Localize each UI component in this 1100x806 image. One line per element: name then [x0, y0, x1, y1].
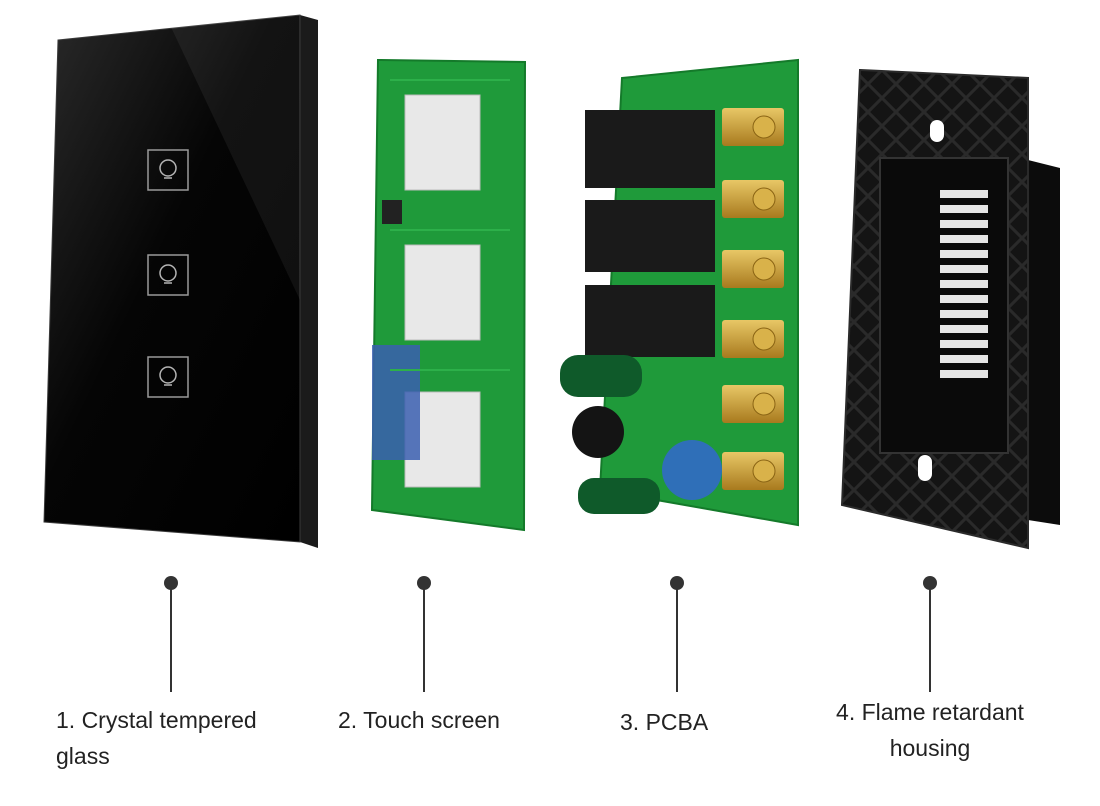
lightbulb-touch-icon	[159, 159, 177, 177]
lightbulb-touch-icon	[159, 264, 177, 282]
caption-line: 2. Touch screen	[338, 707, 500, 733]
housing-vents	[940, 190, 988, 378]
caption-line: housing	[889, 735, 971, 761]
caption-line: glass	[56, 743, 110, 769]
touch-button-3	[147, 356, 189, 398]
caption-pcba: 3. PCBA	[620, 704, 740, 740]
safety-capacitor	[662, 440, 722, 500]
relay-1	[585, 110, 715, 188]
touch-button-2	[147, 254, 189, 296]
caption-line: 4. Flame retardant	[836, 699, 1024, 725]
caption-line: 1. Crystal tempered	[56, 707, 257, 733]
leader-lines	[164, 576, 937, 692]
relay-3	[585, 285, 715, 357]
relay-2	[585, 200, 715, 272]
touch-button-1	[147, 149, 189, 191]
caption-flame-retardant-housing: 4. Flame retardant housing	[810, 694, 1050, 766]
housing	[840, 68, 1060, 550]
inductor	[572, 406, 624, 458]
pcba-board	[560, 58, 799, 527]
touch-screen-board	[370, 58, 527, 532]
lightbulb-touch-icon	[159, 366, 177, 384]
caption-line: 3. PCBA	[620, 709, 709, 735]
caption-touch-screen: 2. Touch screen	[338, 702, 538, 738]
glass-panel	[43, 14, 318, 548]
electrolytic-capacitor	[560, 355, 642, 397]
terminal-blocks	[722, 108, 784, 490]
caption-crystal-tempered-glass: 1. Crystal tempered glass	[56, 702, 316, 774]
